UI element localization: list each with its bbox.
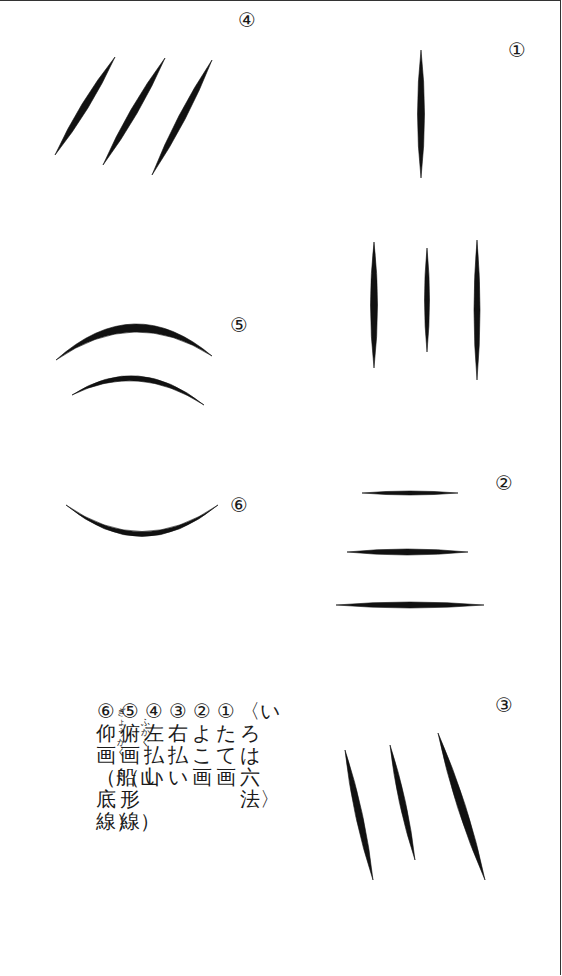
stroke-name: ③右払い [168, 700, 188, 788]
brush-stroke [56, 324, 212, 360]
brush-stroke [66, 505, 218, 537]
brush-stroke [362, 491, 458, 495]
brush-stroke [152, 60, 212, 175]
stroke-name: ⑥仰画（船底線） [96, 700, 116, 832]
callout-number: ⑥ [230, 493, 248, 517]
brush-stroke [390, 745, 415, 860]
callout-number: ① [508, 38, 526, 62]
callout-number: ② [495, 471, 513, 495]
brush-stroke [55, 57, 115, 155]
brush-stroke [438, 733, 485, 880]
ruby-reading: ぎょうかく [117, 708, 126, 757]
stroke-name: ②よこ画 [192, 700, 212, 788]
ruby-reading: ふかく [141, 718, 150, 748]
stroke-name: ①たて画 [216, 700, 236, 788]
callout-number: ④ [238, 8, 256, 32]
brush-stroke [418, 50, 425, 178]
brush-stroke [474, 240, 480, 380]
list-heading: 〈いろは六法〉 [240, 700, 260, 810]
brush-stroke [103, 58, 165, 165]
brush-stroke [425, 248, 430, 352]
brush-stroke [72, 376, 204, 405]
brush-stroke [345, 750, 373, 880]
brush-stroke [371, 242, 378, 368]
brush-stroke [347, 549, 468, 555]
brush-stroke [336, 602, 484, 608]
callout-number: ⑤ [230, 313, 248, 337]
callout-number: ③ [495, 693, 513, 717]
